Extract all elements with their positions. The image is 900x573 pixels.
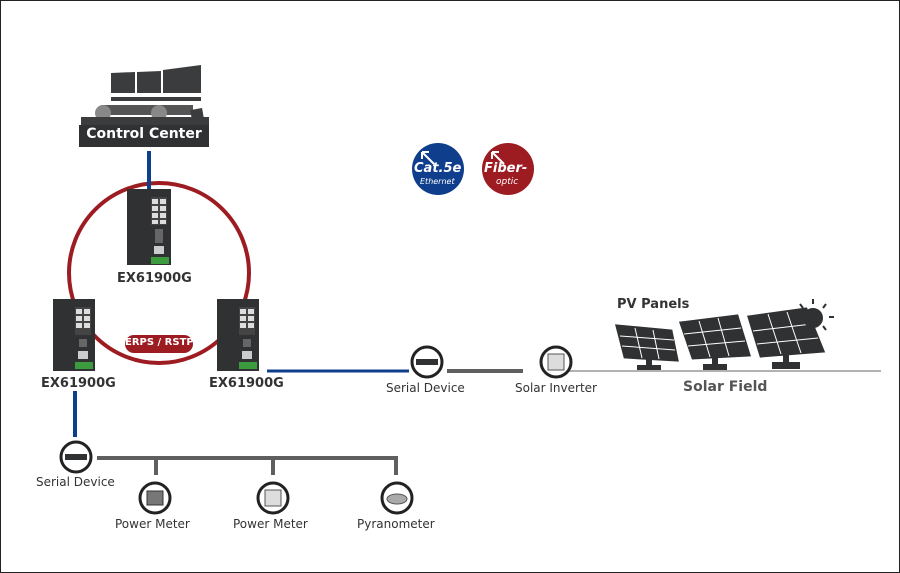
serial-device-south-icon [59, 440, 93, 474]
power-meter-1-label: Power Meter [115, 517, 190, 531]
pyranometer-label: Pyranometer [357, 517, 435, 531]
control-center-label: Control Center [86, 126, 202, 142]
sun-icon [799, 299, 834, 331]
solar-inverter-icon [539, 345, 573, 379]
switch-top-label: EX61900G [117, 271, 192, 286]
serial-device-east-label: Serial Device [386, 381, 465, 395]
optic-label: optic [496, 177, 519, 187]
pv-panel-2-icon [678, 314, 751, 370]
control-center-icon [79, 65, 209, 147]
fiber-ring [67, 181, 251, 365]
fiber-label: Fiber- [484, 161, 528, 176]
erps-rstp-badge [125, 335, 193, 353]
serial-device-south-label: Serial Device [36, 475, 115, 489]
switch-top-icon [127, 189, 171, 265]
ethernet-label: Ethernet [420, 177, 455, 186]
pv-panels-label: PV Panels [617, 297, 690, 312]
switch-left-label: EX61900G [41, 376, 116, 391]
fiber-arrow-icon [491, 151, 505, 165]
solar-field-label: Solar Field [683, 379, 768, 395]
switch-left-icon [53, 299, 95, 371]
pyranometer-icon [380, 481, 414, 515]
serial-device-east-icon [410, 345, 444, 379]
erps-rstp-label: ERPS / RSTP [125, 337, 194, 348]
solar-inverter-label: Solar Inverter [515, 381, 597, 395]
cat5e-label: Cat.5e [414, 161, 462, 176]
switch-right-icon [217, 299, 259, 371]
pv-panel-1-icon [615, 324, 679, 370]
cat5e-arrow-icon [421, 151, 435, 165]
switch-right-label: EX61900G [209, 376, 284, 391]
power-meter-1-icon [138, 481, 172, 515]
power-meter-2-label: Power Meter [233, 517, 308, 531]
power-meter-2-icon [256, 481, 290, 515]
